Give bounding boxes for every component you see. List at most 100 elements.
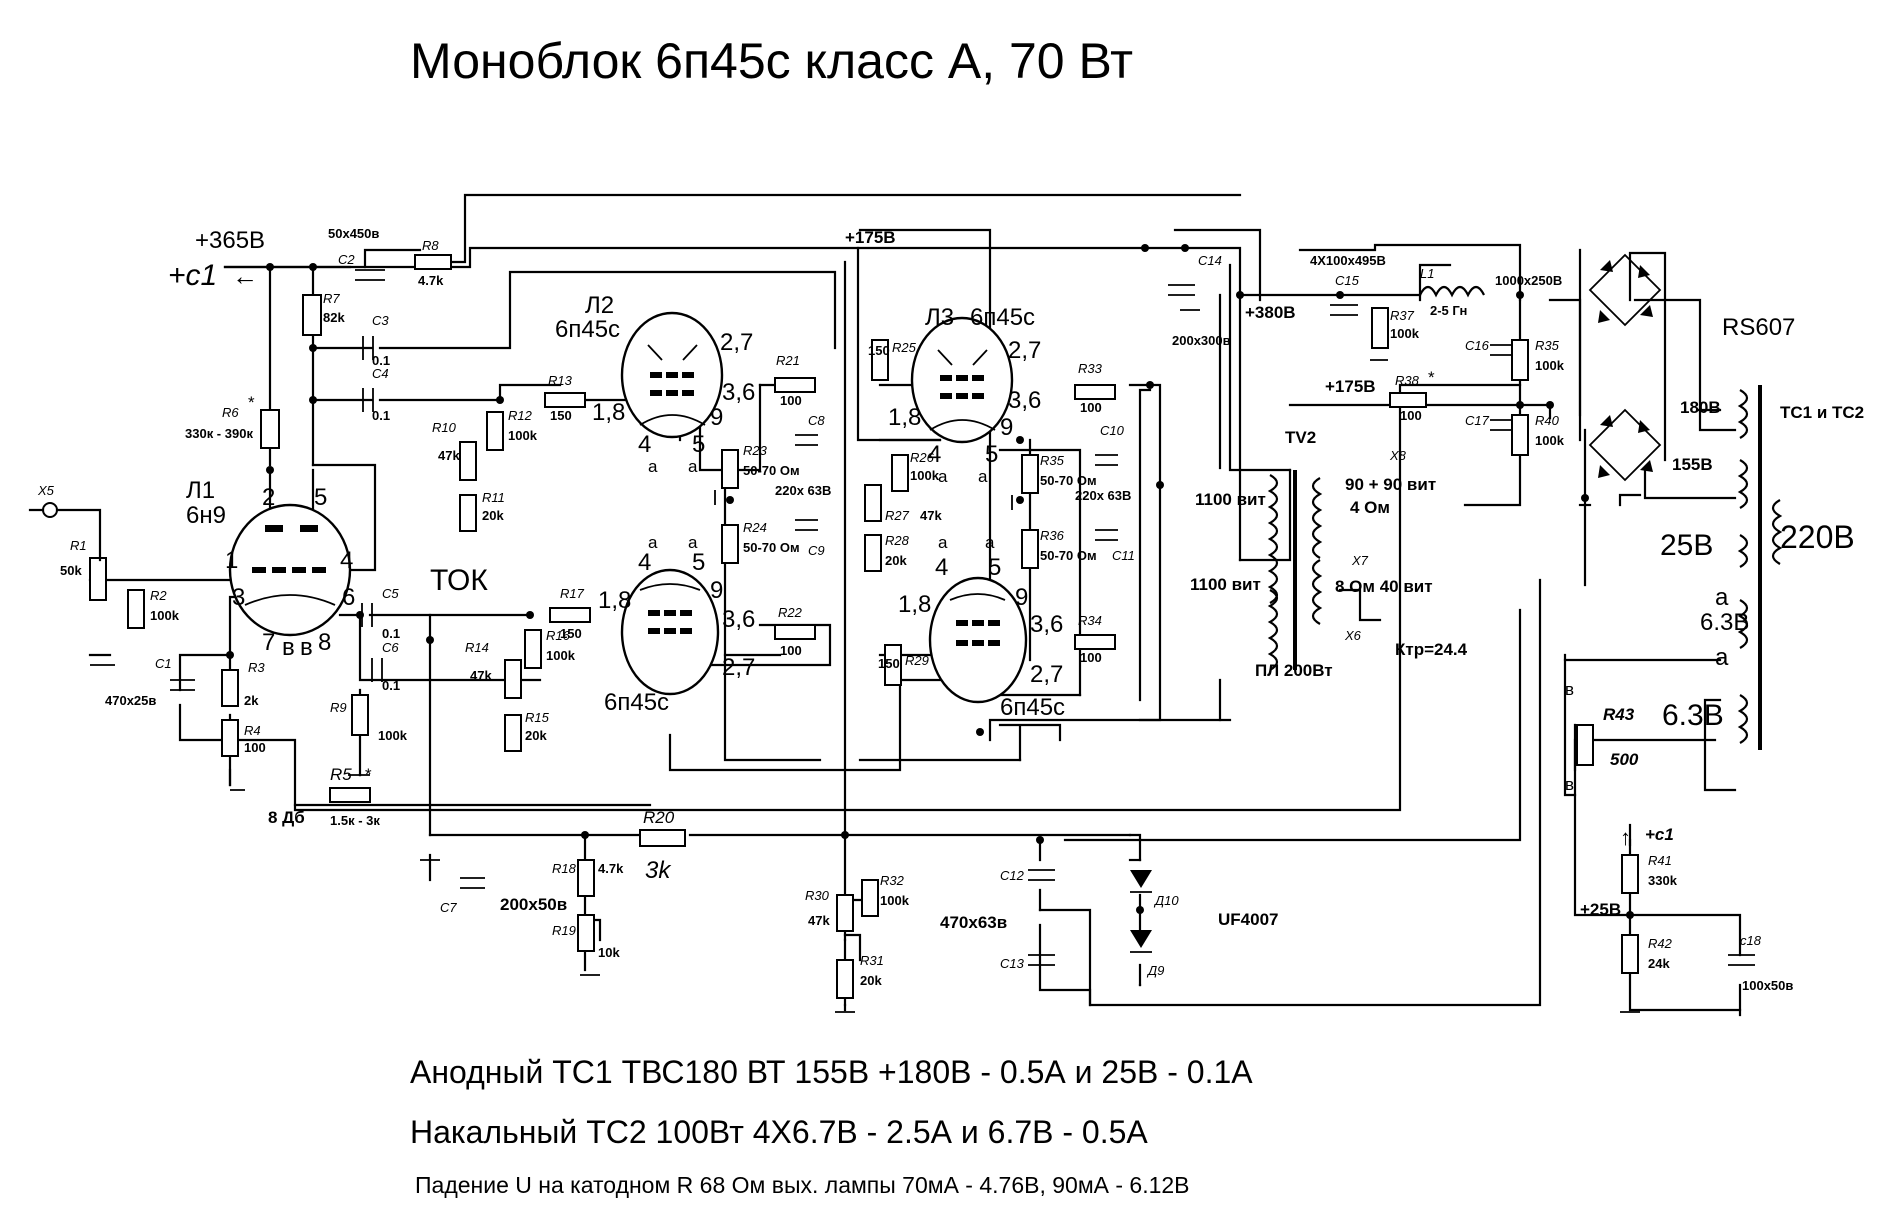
rail-c1-bias: +с1 [1645,825,1674,844]
label-r22: R22 [778,605,803,620]
ground-symbols [90,309,1640,1013]
value-c18: 100x50в [1742,978,1793,993]
resistor-r31 [836,959,854,999]
capacitor-c1 [170,679,195,691]
capacitor-c2 [355,269,385,281]
label-r35b: R35 [1535,338,1560,353]
label-r21: R21 [776,353,800,368]
resistor-r2 [127,589,145,629]
label-r26: R26 [910,450,935,465]
resistor-r35b [1511,339,1529,381]
label-r5: R5 [330,765,352,784]
r6-star: * [248,393,255,412]
label-b1: в [1565,680,1574,699]
tube-l3-upper: Л3 6п45с [910,304,1035,444]
pin-label: 3,6 [1030,611,1063,638]
label-uf4007: UF4007 [1218,910,1278,929]
resistor-r33 [1074,384,1116,400]
value-r19: 10k [598,945,620,960]
rail-175v-right: +175В [1325,377,1376,396]
resistor-r8 [414,254,452,270]
label-63v-a: 6.3В [1700,609,1749,636]
label-r19: R19 [552,923,576,938]
label-25v: 25В [1660,529,1713,562]
pin-label: 3,6 [722,379,755,406]
label-r40: R40 [1535,413,1560,428]
pin-label: 3,6 [722,606,755,633]
pin-6: 6 [342,584,355,611]
tube-pin-labels: 2,7 3,6 1,8 9 4 5 а а а а 4 5 9 1,8 3,6 … [592,329,1063,688]
pin-label: 4 [935,554,948,581]
rail-labels: +365В +с1 ← +175В +380В +175В +25В +с1 ↑ [168,227,1674,919]
value-c12: 470x63в [940,913,1007,932]
pin-label: а [648,533,658,552]
value-r27: 47k [920,508,942,523]
value-r1: 50k [60,563,82,578]
capacitor-c6 [371,658,383,682]
value-r28: 20k [885,553,907,568]
value-l1: 2-5 Гн [1430,303,1467,318]
rail-c1-arrow: ← [232,261,258,291]
input-connector-x5 [28,502,102,562]
label-x7: X7 [1351,553,1369,568]
value-r26: 100k [910,468,940,483]
label-c9: C9 [808,543,825,558]
label-c12: C12 [1000,868,1025,883]
label-r14: R14 [465,640,489,655]
pin-label: 1,8 [598,587,631,614]
pin-label: а [938,467,948,486]
label-r12: R12 [508,408,533,423]
value-r43: 500 [1610,750,1639,769]
pin-label: 9 [1015,584,1028,611]
resistor-r21 [774,377,816,393]
tube-l2-upper-name: Л2 [585,292,614,319]
resistor-r17 [549,607,591,623]
pin-heater-a: в [282,634,295,661]
label-180v: 180В [1680,398,1721,417]
label-d9: Д9 [1146,963,1164,978]
pin-label: 4 [638,549,651,576]
tube-l1-type: 6н9 [186,502,226,529]
pin-label: 9 [710,577,723,604]
value-r41: 330k [1648,873,1678,888]
label-r16: R16 [546,628,571,643]
resistor-r35 [1021,454,1039,494]
value-r4: 100 [244,740,266,755]
resistor-r41 [1621,854,1639,894]
rail-380v: +380В [1245,303,1296,322]
label-l1: L1 [1420,266,1434,281]
rail-c1: +с1 [168,259,217,292]
label-r34: R34 [1078,613,1102,628]
value-r35b: 100k [1535,358,1565,373]
resistor-r6 [260,409,280,449]
value-r31: 20k [860,973,882,988]
label-a2: а [1715,644,1729,671]
value-r42: 24k [1648,956,1670,971]
label-winding-1: 1100 вит [1195,490,1266,509]
value-r10: 47k [438,448,460,463]
label-tv2: TV2 [1285,428,1316,447]
value-r7: 82k [323,310,345,325]
value-r22: 100 [780,643,802,658]
output-transformer-tv2 [1267,470,1323,671]
pin-label: 2,7 [1030,661,1063,688]
resistor-r9 [351,694,369,736]
label-8db: 8 Дб [268,808,305,827]
tube-l3-upper-type: 6п45с [970,304,1035,331]
tube-l2-lower-type: 6п45с [604,689,669,716]
label-r3: R3 [248,660,265,675]
pin-7: 7 [262,629,275,656]
label-rs607: RS607 [1722,314,1795,341]
label-c7: C7 [440,900,457,915]
label-r2: R2 [150,588,167,603]
resistor-r42 [1621,934,1639,974]
label-c13: C13 [1000,956,1025,971]
pin-label: 5 [985,441,998,468]
value-r38: 100 [1400,408,1422,423]
value-r40: 100k [1535,433,1565,448]
label-r31: R31 [860,953,884,968]
value-r20: 3k [645,857,672,884]
label-x5: X5 [37,483,55,498]
tube-l2-lower: 6п45с [604,568,720,716]
